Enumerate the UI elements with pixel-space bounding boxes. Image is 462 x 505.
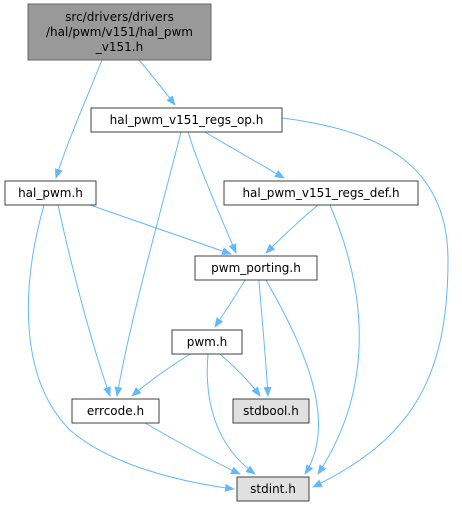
node-box — [232, 398, 310, 424]
node-box — [90, 107, 283, 133]
node-label: hal_pwm_v151_regs_op.h — [110, 113, 264, 127]
node-box — [4, 180, 97, 206]
node-box — [171, 329, 243, 355]
node-label: stdbool.h — [243, 404, 299, 418]
edge-root-to-regs_op — [138, 59, 176, 106]
edge-pwm_porting-to-stdint — [265, 279, 320, 475]
node-box — [194, 255, 318, 281]
edge-regs_def-to-stdint — [317, 204, 360, 475]
node-label: _v151.h — [95, 40, 143, 54]
edge-regs_op-to-stdint — [281, 117, 449, 488]
edge-hal_pwm-to-errcode — [57, 204, 111, 397]
node-root[interactable]: src/drivers/drivers/hal/pwm/v151/hal_pwm… — [27, 3, 212, 61]
node-regs-def[interactable]: hal_pwm_v151_regs_def.h — [223, 180, 419, 206]
edge-pwm_porting-to-pwm — [214, 279, 246, 328]
edge-root-to-hal_pwm — [54, 59, 103, 179]
node-label: /hal/pwm/v151/hal_pwm — [46, 25, 193, 39]
edge-pwm-to-errcode — [131, 353, 191, 397]
edge-regs_op-to-errcode — [114, 131, 182, 397]
edge-pwm-to-stdbool — [219, 353, 261, 397]
edge-regs_op-to-pwm_porting — [187, 131, 237, 254]
node-label: hal_pwm.h — [18, 186, 83, 200]
node-regs-op[interactable]: hal_pwm_v151_regs_op.h — [90, 107, 283, 133]
node-box — [236, 476, 310, 502]
edge-hal_pwm-to-pwm_porting — [89, 204, 232, 255]
node-label: errcode.h — [87, 404, 144, 418]
edge-hal_pwm-to-stdint — [27, 204, 235, 492]
edge-regs_op-to-regs_def — [204, 131, 285, 179]
node-label: pwm_porting.h — [211, 261, 301, 275]
node-label: stdint.h — [250, 482, 296, 496]
node-label: pwm.h — [187, 335, 228, 349]
node-stdbool: stdbool.h — [232, 398, 310, 424]
edge-pwm_porting-to-stdbool — [258, 279, 272, 397]
node-pwm[interactable]: pwm.h — [171, 329, 243, 355]
node-errcode[interactable]: errcode.h — [71, 398, 160, 424]
node-box — [223, 180, 419, 206]
node-hal-pwm[interactable]: hal_pwm.h — [4, 180, 97, 206]
edge-pwm-to-stdint — [206, 353, 256, 475]
edge-regs_def-to-pwm_porting — [265, 204, 319, 254]
node-box — [71, 398, 160, 424]
node-label: src/drivers/drivers — [65, 10, 174, 24]
node-box — [27, 3, 212, 61]
edge-errcode-to-stdint — [144, 422, 241, 475]
node-pwm-porting[interactable]: pwm_porting.h — [194, 255, 318, 281]
node-label: hal_pwm_v151_regs_def.h — [242, 186, 399, 200]
node-stdint: stdint.h — [236, 476, 310, 502]
